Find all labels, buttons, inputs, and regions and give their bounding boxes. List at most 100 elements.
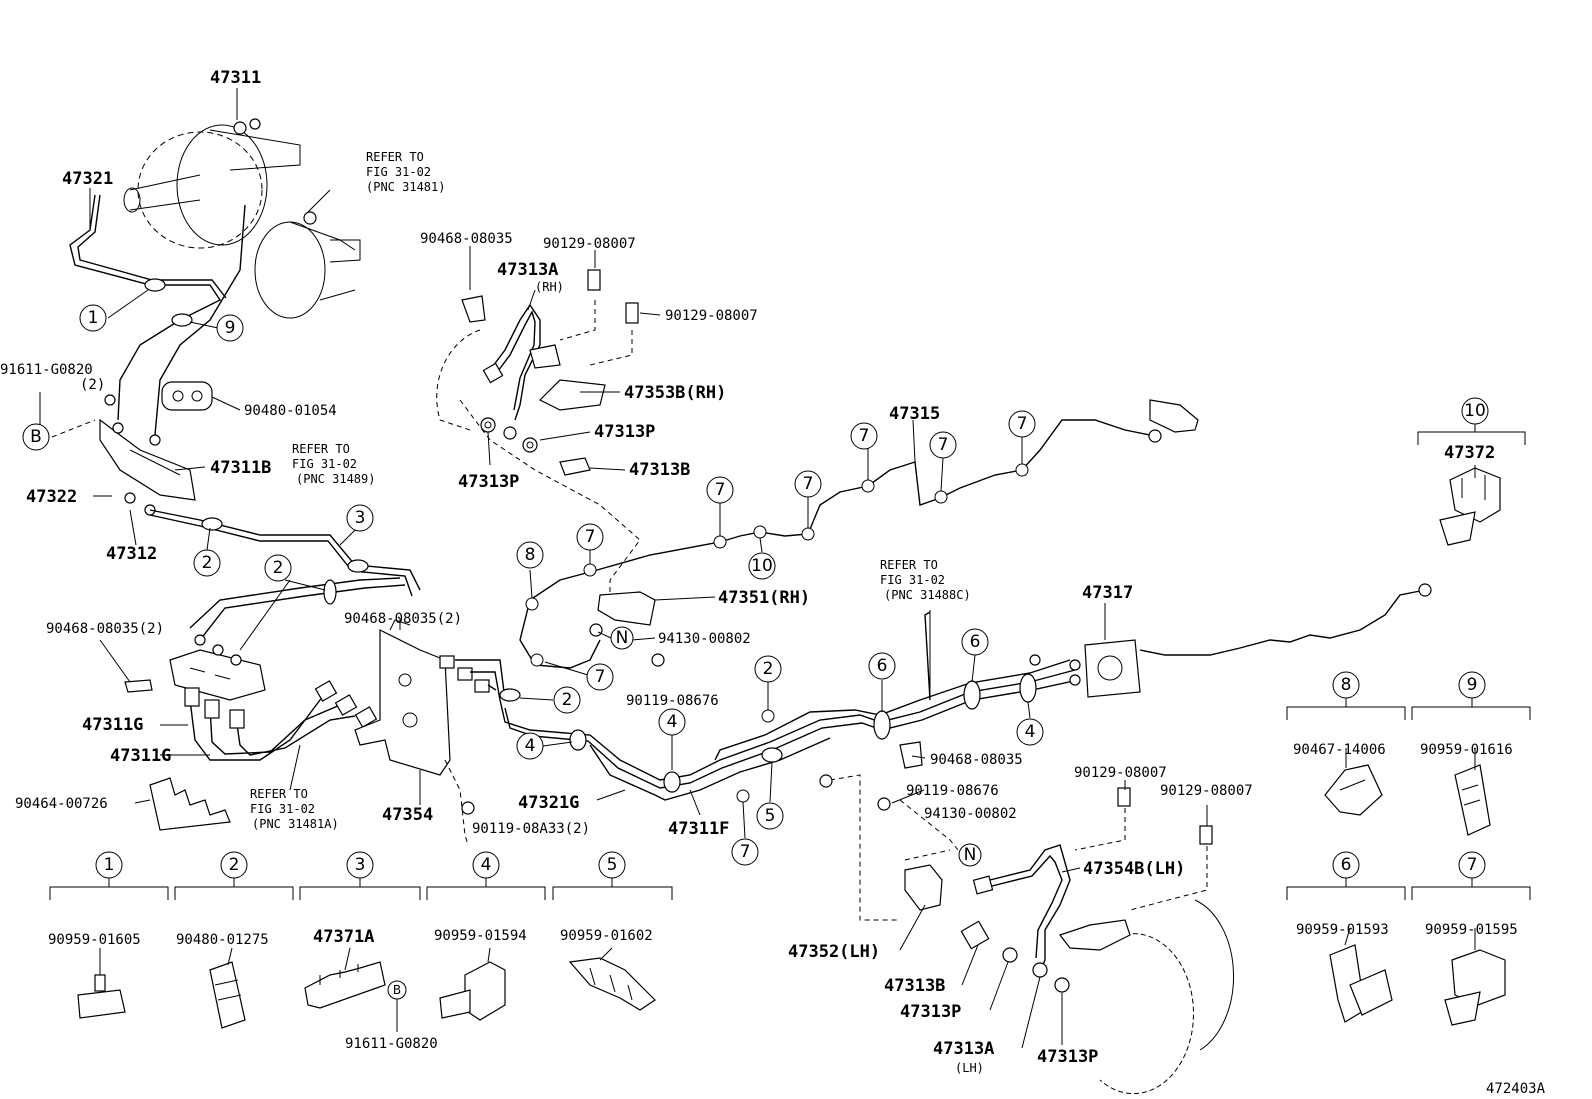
label-47313P-d: 47313P — [1037, 1047, 1098, 1067]
svg-text:7: 7 — [1467, 855, 1478, 875]
label-91611-G0820-b: 91611-G0820 — [345, 1036, 438, 1052]
figure-code: 472403A — [1486, 1081, 1546, 1097]
label-47313B-a: 47313B — [629, 460, 690, 480]
svg-text:5: 5 — [765, 806, 776, 826]
svg-text:9: 9 — [225, 318, 236, 338]
refer-note-31488C-line1: REFER TO — [880, 558, 938, 572]
label-90119-08676-a: 90119-08676 — [626, 693, 719, 709]
svg-text:4: 4 — [481, 855, 492, 875]
label-qty-2: (2) — [80, 377, 105, 393]
svg-text:10: 10 — [1464, 401, 1486, 421]
svg-text:10: 10 — [751, 556, 773, 576]
svg-text:3: 3 — [355, 508, 366, 528]
svg-text:B: B — [393, 983, 401, 997]
label-47311: 47311 — [210, 68, 261, 88]
label-90129-08007-c: 90129-08007 — [1074, 765, 1167, 781]
label-90129-08007-a: 90129-08007 — [543, 236, 636, 252]
label-90119-08A33-2: 90119-08A33(2) — [472, 821, 590, 837]
svg-text:7: 7 — [938, 435, 949, 455]
svg-text:4: 4 — [525, 736, 536, 756]
callout-3: 3 — [346, 504, 374, 532]
refer-note-31481A-line1: REFER TO — [250, 787, 308, 801]
svg-text:7: 7 — [585, 527, 596, 547]
svg-text:2: 2 — [229, 855, 240, 875]
brake-booster-drawing — [123, 118, 361, 319]
svg-text:7: 7 — [740, 842, 751, 862]
refer-note-31481-line2: FIG 31-02 — [366, 165, 431, 179]
label-90959-01594: 90959-01594 — [434, 928, 527, 944]
clamp-icons-bottom — [77, 957, 656, 1029]
label-90129-08007-b: 90129-08007 — [665, 308, 758, 324]
label-90959-01593: 90959-01593 — [1296, 922, 1389, 938]
label-90119-08676-b: 90119-08676 — [906, 783, 999, 799]
label-90467-14006: 90467-14006 — [1293, 742, 1386, 758]
callout-7: 7 — [731, 838, 759, 866]
callout-6: 6 — [1332, 851, 1360, 879]
svg-text:2: 2 — [763, 659, 774, 679]
callout-8: 8 — [1332, 671, 1360, 699]
clamp-icons-right — [1324, 467, 1506, 1026]
svg-text:B: B — [30, 427, 42, 447]
callout-7: 7 — [586, 663, 614, 691]
callout-B: B — [22, 423, 50, 451]
callout-B: B — [387, 980, 407, 1000]
callout-7: 7 — [1008, 410, 1036, 438]
label-94130-00802-a: 94130-00802 — [658, 631, 751, 647]
label-90468-08035-top: 90468-08035 — [420, 231, 513, 247]
label-47321G: 47321G — [518, 793, 579, 813]
svg-text:2: 2 — [202, 553, 213, 573]
callout-4: 4 — [1016, 718, 1044, 746]
refer-note-31489-line1: REFER TO — [292, 442, 350, 456]
label-lh: (LH) — [955, 1061, 984, 1075]
refer-note-31489-line2: FIG 31-02 — [292, 457, 357, 471]
callout-7: 7 — [706, 476, 734, 504]
label-47354: 47354 — [382, 805, 433, 825]
label-47313P-a: 47313P — [594, 422, 655, 442]
callout-3: 3 — [346, 851, 374, 879]
svg-text:7: 7 — [715, 480, 726, 500]
label-90480-01054: 90480-01054 — [244, 403, 337, 419]
svg-text:5: 5 — [607, 855, 618, 875]
callout-N: N — [958, 843, 982, 867]
label-47312: 47312 — [106, 544, 157, 564]
callout-7: 7 — [794, 470, 822, 498]
label-47372: 47372 — [1444, 443, 1495, 463]
label-90480-01275: 90480-01275 — [176, 932, 269, 948]
label-47313P-b: 47313P — [458, 472, 519, 492]
refer-note-31488C-line3: (PNC 31488C) — [884, 588, 971, 602]
label-rh: (RH) — [535, 280, 564, 294]
label-90959-01595: 90959-01595 — [1425, 922, 1518, 938]
label-47321: 47321 — [62, 169, 113, 189]
label-90959-01602: 90959-01602 — [560, 928, 653, 944]
callout-2: 2 — [553, 686, 581, 714]
label-47311G-b: 47311G — [110, 746, 171, 766]
callout-7: 7 — [1458, 851, 1486, 879]
label-90464-00726: 90464-00726 — [15, 796, 108, 812]
label-47313A-lh: 47313A — [933, 1039, 994, 1059]
svg-text:7: 7 — [595, 667, 606, 687]
label-47311G: 47311G — [82, 715, 143, 735]
svg-text:4: 4 — [667, 712, 678, 732]
svg-text:2: 2 — [562, 690, 573, 710]
label-47322: 47322 — [26, 487, 77, 507]
callout-1: 1 — [95, 851, 123, 879]
svg-text:N: N — [964, 845, 977, 865]
svg-text:N: N — [616, 628, 629, 648]
label-94130-00802-b: 94130-00802 — [924, 806, 1017, 822]
callout-7: 7 — [929, 431, 957, 459]
label-47371A: 47371A — [313, 927, 374, 947]
part-labels: 47311 47321 REFER TO FIG 31-02 (PNC 3148… — [0, 68, 1546, 1097]
callout-7: 7 — [850, 422, 878, 450]
refer-note-31481A-line3: (PNC 31481A) — [252, 817, 339, 831]
label-90959-01605: 90959-01605 — [48, 932, 141, 948]
callout-4: 4 — [658, 708, 686, 736]
svg-text:6: 6 — [1341, 855, 1352, 875]
callout-1: 1 — [79, 304, 107, 332]
label-91611-G0820: 91611-G0820 — [0, 362, 93, 378]
callout-5: 5 — [756, 802, 784, 830]
svg-text:6: 6 — [970, 632, 981, 652]
svg-text:7: 7 — [1017, 414, 1028, 434]
callout-2: 2 — [754, 655, 782, 683]
label-90468-08035-mid: 90468-08035 — [930, 752, 1023, 768]
